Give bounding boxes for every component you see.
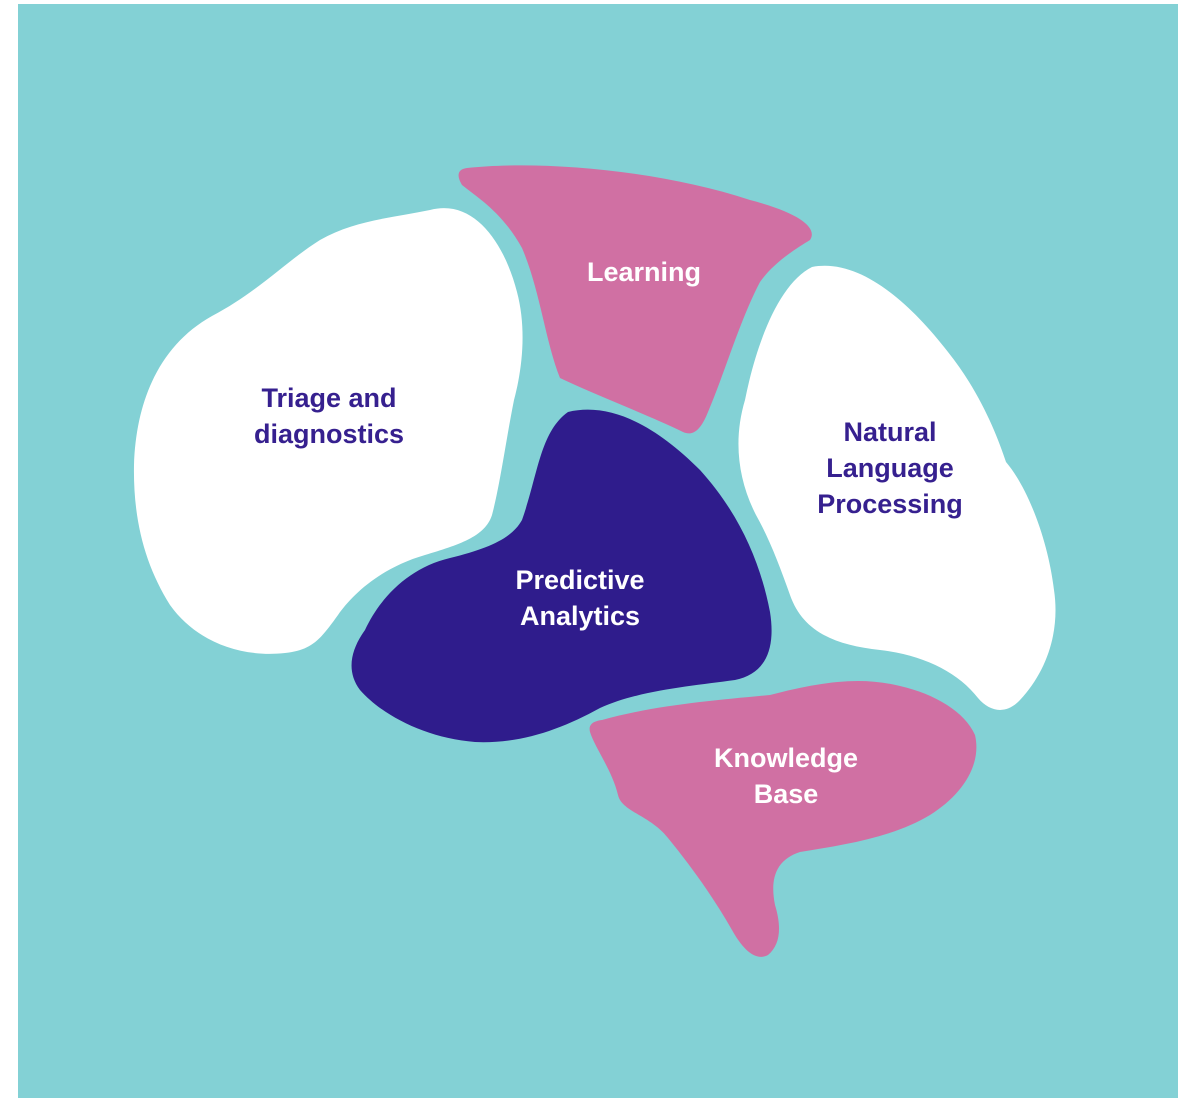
knowledge-label-line-2: Base xyxy=(754,779,819,809)
knowledge-lobe xyxy=(589,680,977,957)
triage-label-line-1: Triage and xyxy=(261,383,396,413)
knowledge-label: Knowledge Base xyxy=(714,743,858,809)
learning-label: Learning xyxy=(587,257,701,287)
triage-label: Triage and diagnostics xyxy=(254,383,404,449)
triage-label-line-2: diagnostics xyxy=(254,419,404,449)
knowledge-label-line-1: Knowledge xyxy=(714,743,858,773)
predictive-label: Predictive Analytics xyxy=(515,565,644,631)
nlp-label-line-1: Natural xyxy=(843,417,936,447)
nlp-lobe xyxy=(738,265,1056,710)
nlp-label-line-2: Language xyxy=(826,453,954,483)
triage-lobe xyxy=(133,208,523,654)
nlp-label-line-3: Processing xyxy=(817,489,963,519)
nlp-label: Natural Language Processing xyxy=(817,417,963,519)
predictive-label-line-1: Predictive xyxy=(515,565,644,595)
predictive-lobe xyxy=(351,409,772,743)
learning-lobe xyxy=(458,165,812,434)
learning-label-line-1: Learning xyxy=(587,257,701,287)
predictive-label-line-2: Analytics xyxy=(520,601,640,631)
